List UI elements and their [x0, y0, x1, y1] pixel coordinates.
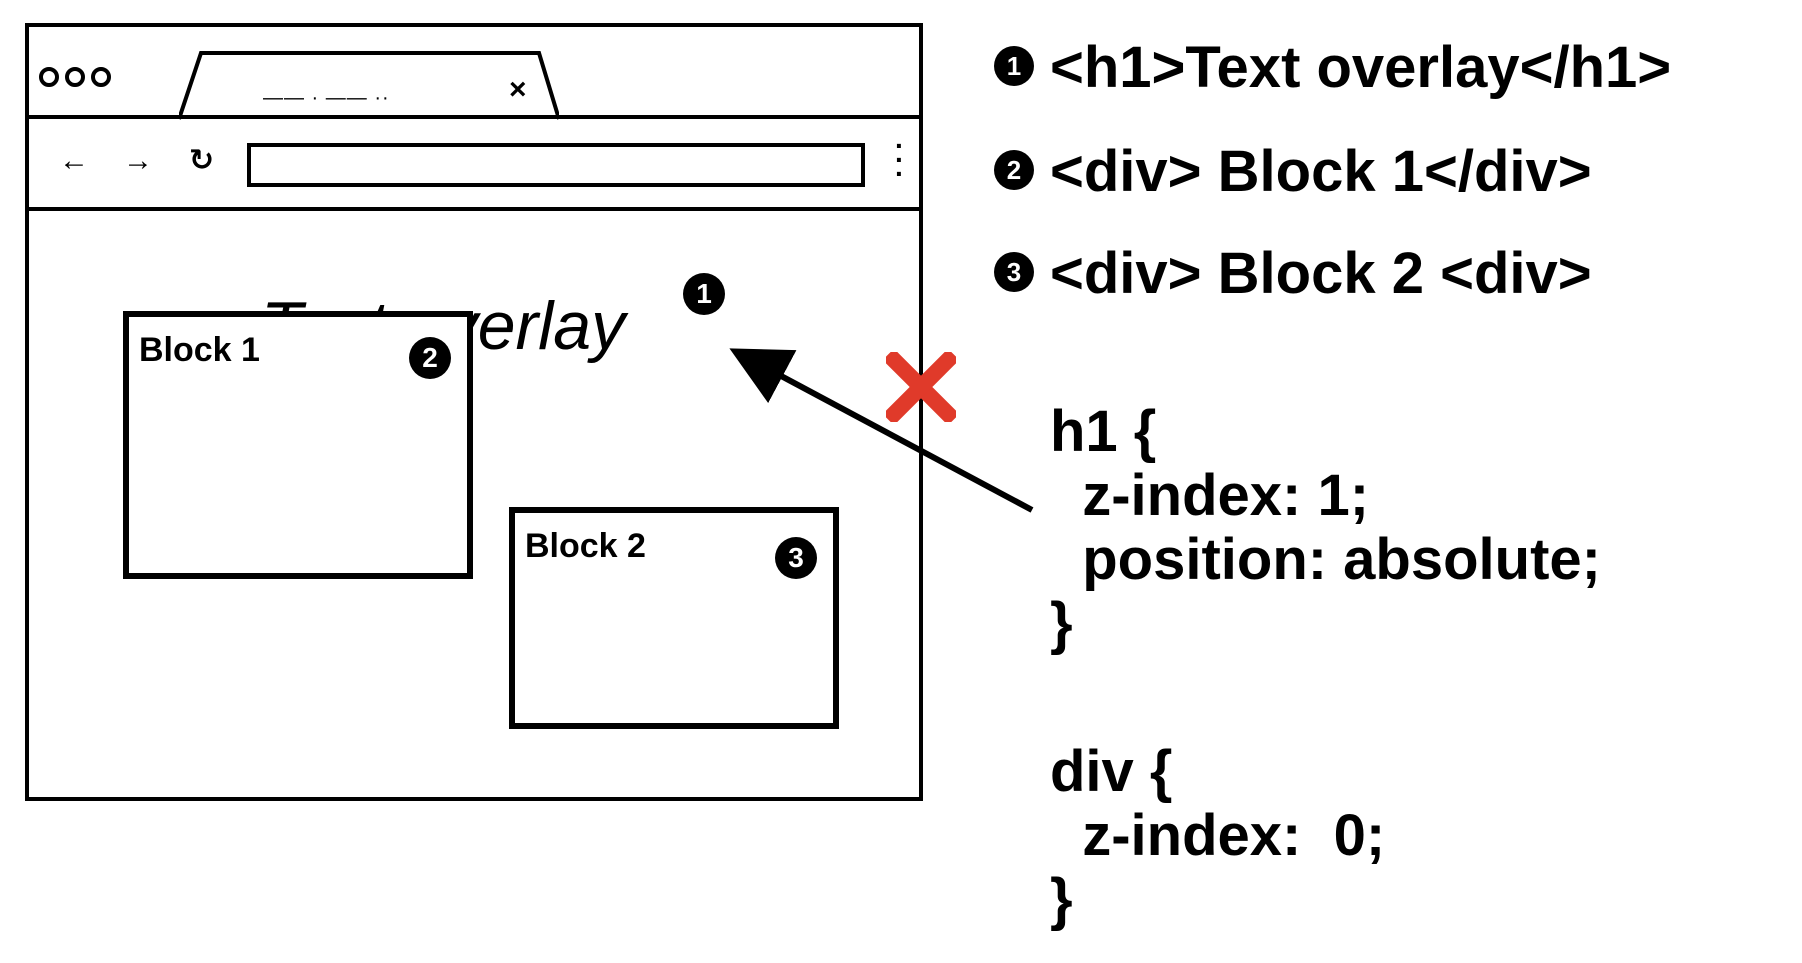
red-x-icon [886, 352, 956, 422]
window-dots-icon[interactable] [39, 67, 111, 87]
h1-css-rule: h1 { z-index: 1; position: absolute; } [1050, 399, 1601, 656]
legend-text: <div> Block 1</div> [1050, 139, 1592, 204]
back-arrow-icon[interactable]: ← [59, 144, 89, 177]
window-dot[interactable] [65, 67, 85, 87]
legend-badge: 3 [994, 251, 1034, 292]
browser-window: —— · —— ·· × ← → ↻ ··· Text overlay 1 Bl… [25, 23, 923, 801]
block-2: Block 2 3 [509, 507, 839, 729]
block-1-badge: 2 [409, 337, 451, 379]
window-dot[interactable] [39, 67, 59, 87]
tab-bar: —— · —— ·· × [29, 27, 919, 120]
tab-outline [179, 51, 559, 120]
overlay-badge: 1 [683, 273, 725, 315]
legend-item-1: 1 <h1>Text overlay</h1> [994, 34, 1671, 101]
legend-text: <div> Block 2 <div> [1050, 241, 1592, 306]
block-2-badge: 3 [775, 537, 817, 579]
forward-arrow-icon[interactable]: → [123, 144, 153, 177]
tab-title: —— · —— ·· [263, 87, 390, 109]
address-bar[interactable] [247, 143, 865, 187]
tab-close-icon[interactable]: × [509, 73, 527, 106]
browser-tab[interactable]: —— · —— ·· × [179, 51, 559, 120]
block-1-label: Block 1 [139, 331, 260, 369]
block-1: Block 1 2 [123, 311, 473, 579]
reload-icon[interactable]: ↻ [189, 144, 215, 177]
nav-bar: ← → ↻ ··· [29, 119, 919, 211]
legend-badge: 1 [994, 45, 1034, 86]
window-dot[interactable] [91, 67, 111, 87]
legend-item-2: 2 <div> Block 1</div> [994, 138, 1592, 205]
kebab-menu-icon[interactable]: ··· [895, 130, 905, 189]
block-2-label: Block 2 [525, 527, 646, 565]
legend-badge: 2 [994, 149, 1034, 190]
page-viewport: Text overlay 1 Block 1 2 Block 2 3 [29, 211, 919, 797]
legend-text: <h1>Text overlay</h1> [1050, 35, 1672, 100]
legend-item-3: 3 <div> Block 2 <div> [994, 240, 1592, 307]
div-css-rule: div { z-index: 0; } [1050, 739, 1386, 932]
